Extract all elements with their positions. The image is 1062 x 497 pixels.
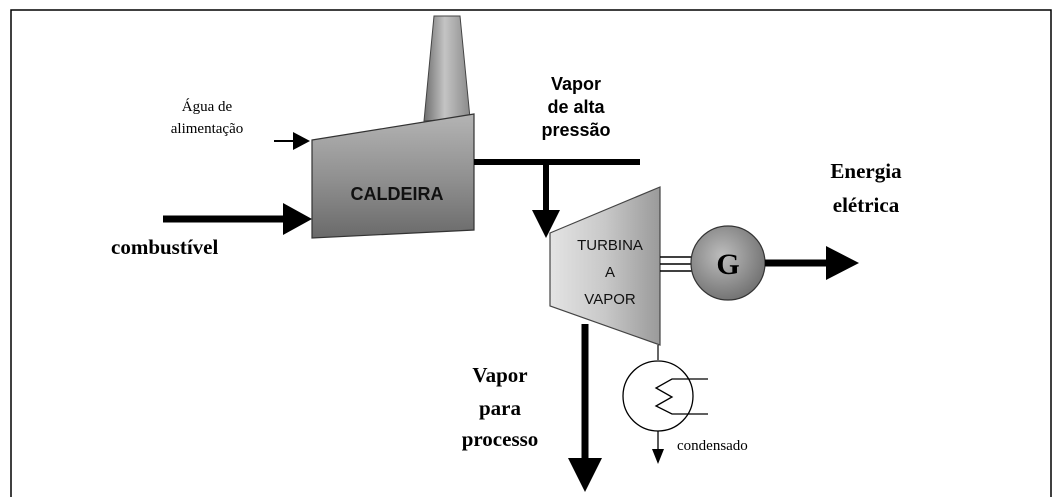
combustivel-label: combustível bbox=[111, 235, 218, 259]
feedwater-arrow bbox=[274, 132, 310, 150]
condensado-label: condensado bbox=[677, 438, 748, 454]
vapor-alta-label-line2: de alta bbox=[547, 97, 605, 117]
vapor-processo-label-line2: para bbox=[479, 396, 522, 420]
vapor-processo-label-line3: processo bbox=[462, 427, 539, 451]
vapor-processo-label-line1: Vapor bbox=[472, 363, 527, 387]
high-pressure-steam-line bbox=[474, 159, 640, 238]
turbina-label-line2: A bbox=[605, 264, 615, 281]
fuel-arrow bbox=[163, 203, 312, 235]
agua-label-line2: alimentação bbox=[171, 121, 243, 137]
chimney-stack bbox=[423, 15, 471, 122]
turbina-label-line1: TURBINA bbox=[577, 237, 643, 254]
vapor-alta-label-line3: pressão bbox=[541, 120, 610, 140]
agua-label-line1: Água de bbox=[182, 98, 233, 115]
energia-label-line2: elétrica bbox=[833, 193, 900, 217]
condensate-arrow bbox=[652, 431, 664, 464]
diagram-frame bbox=[10, 9, 1052, 497]
process-steam-arrow bbox=[568, 324, 602, 492]
condenser bbox=[622, 360, 694, 432]
caldeira-label: CALDEIRA bbox=[351, 184, 444, 204]
boiler-caldeira bbox=[311, 113, 475, 239]
steam-turbine bbox=[549, 186, 661, 346]
turbina-label-line3: VAPOR bbox=[584, 291, 636, 308]
generator-label: G bbox=[716, 248, 739, 281]
turbine-shaft bbox=[660, 256, 692, 272]
electric-energy-arrow bbox=[765, 246, 859, 280]
condenser-coil bbox=[654, 378, 708, 415]
energia-label-line1: Energia bbox=[830, 159, 902, 183]
vapor-alta-label-line1: Vapor bbox=[551, 74, 601, 94]
